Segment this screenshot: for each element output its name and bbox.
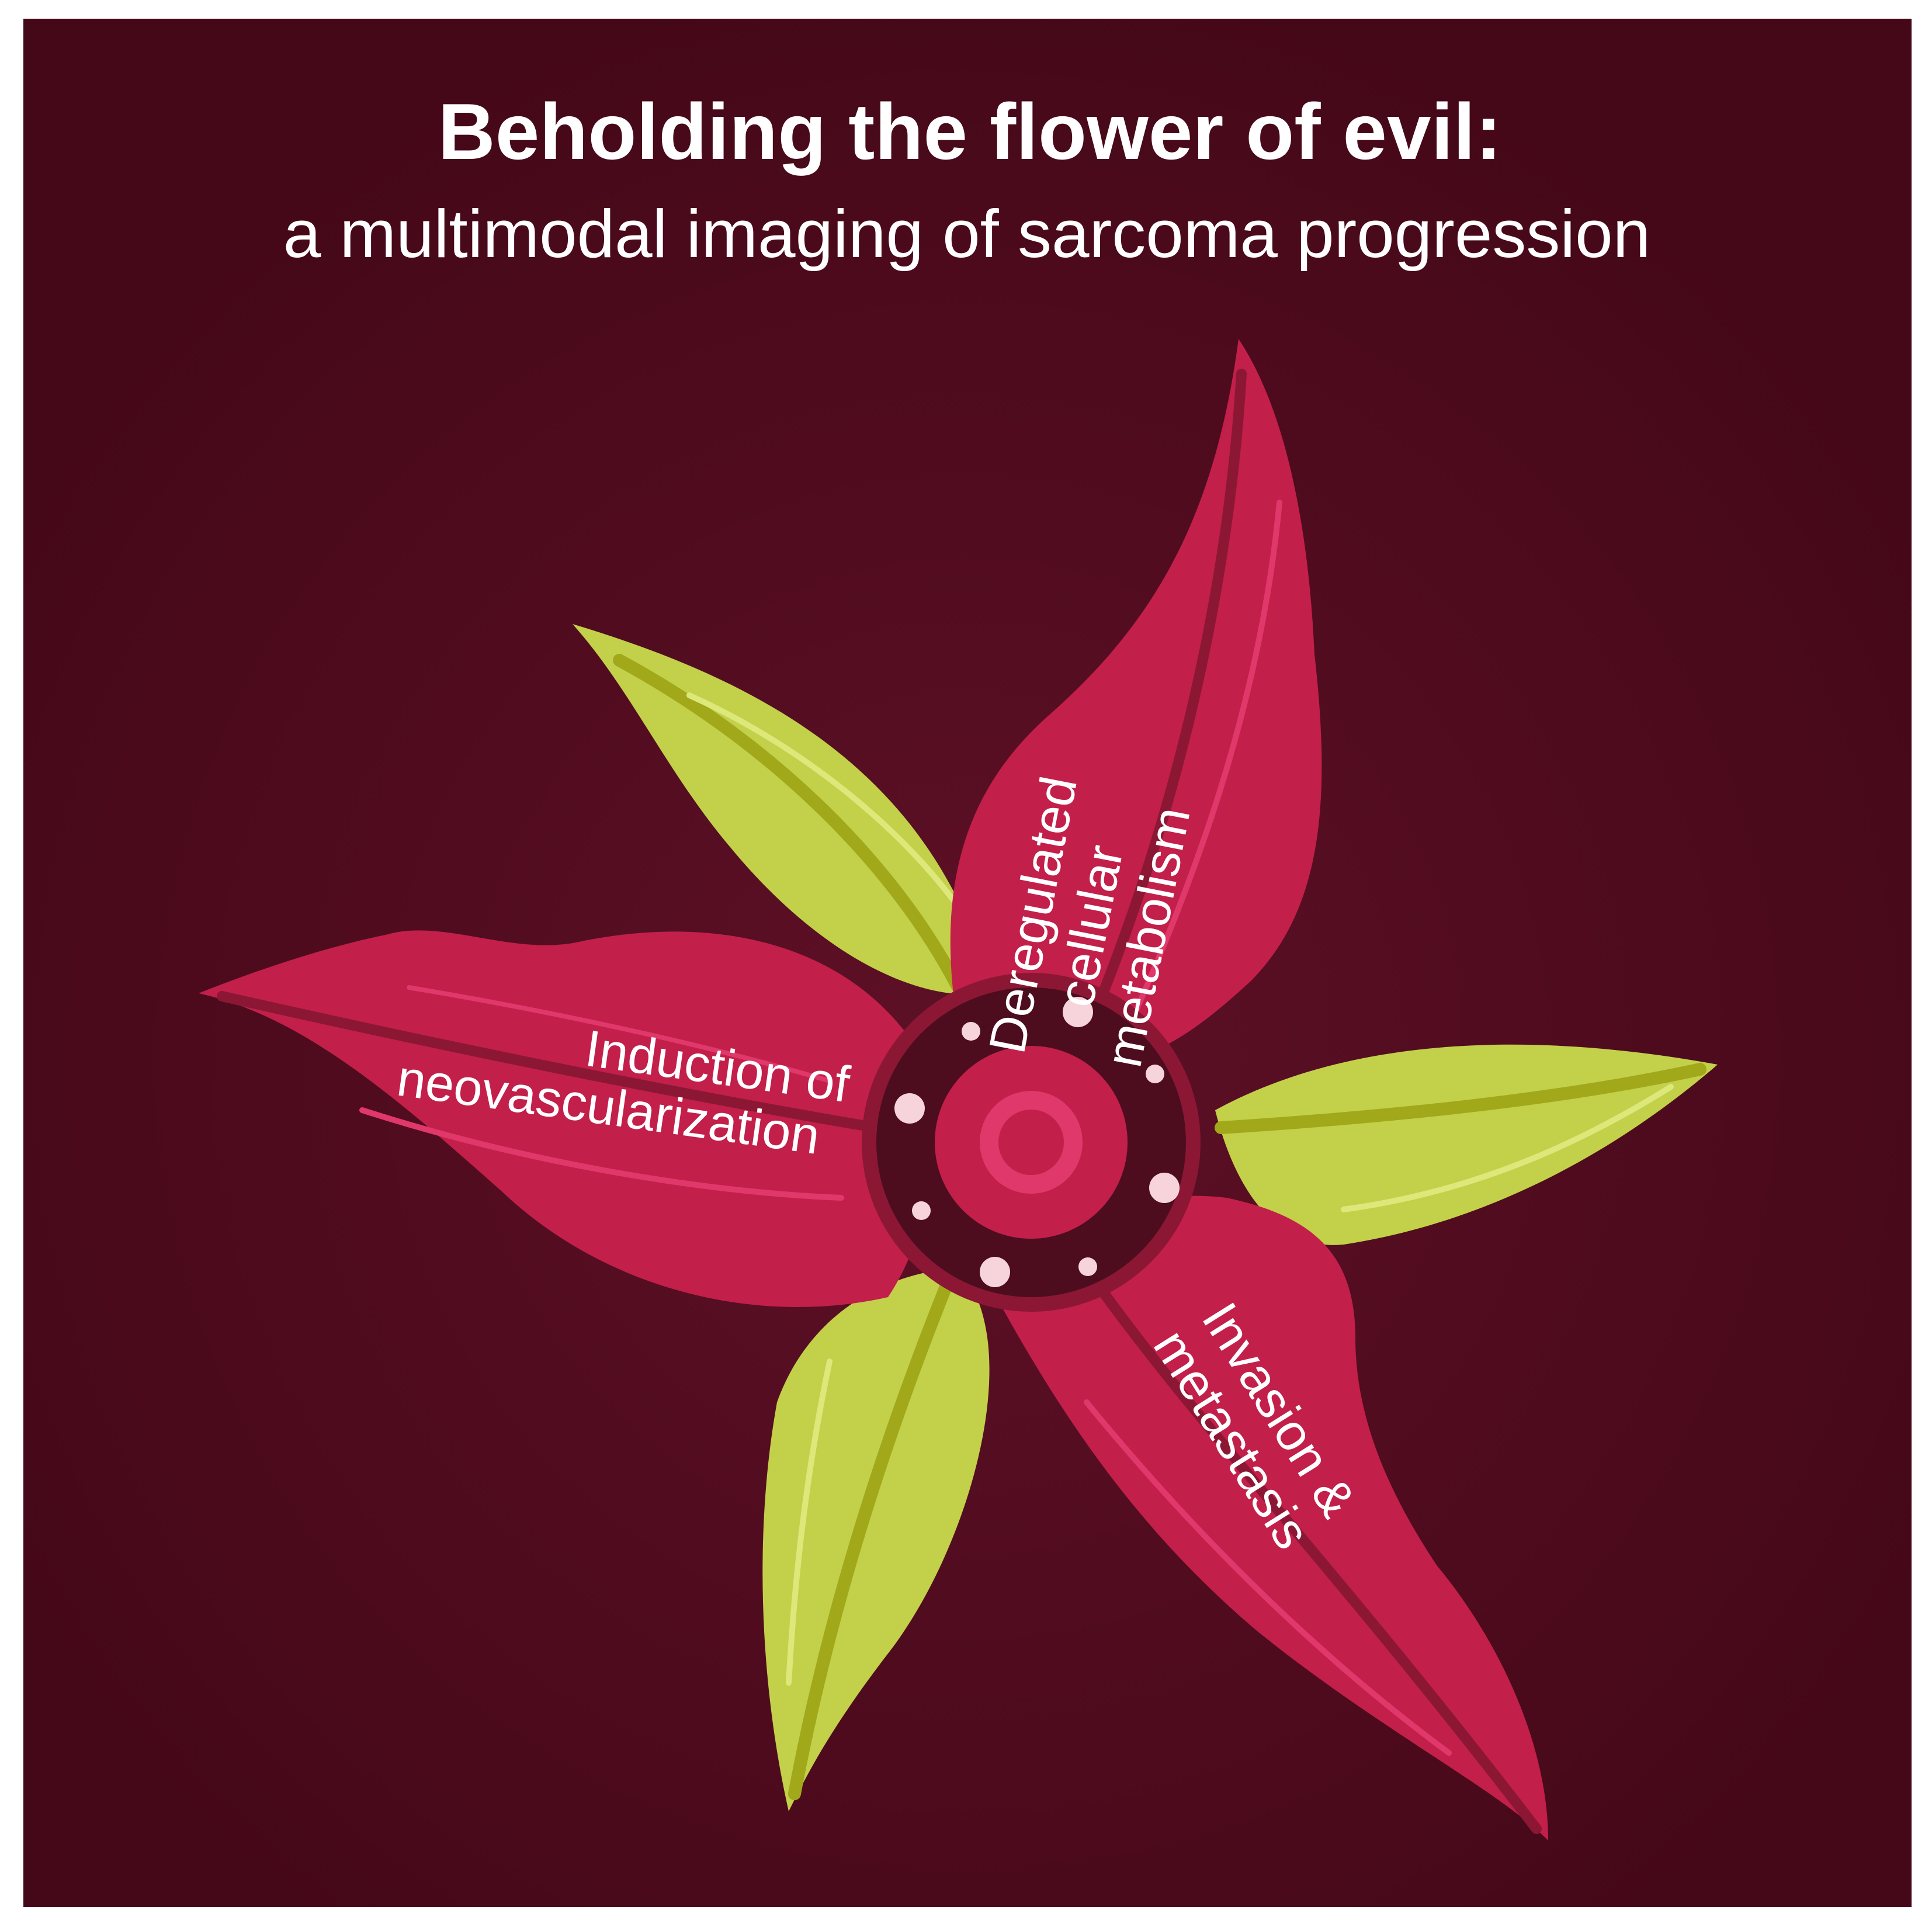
center-dot [894, 1093, 925, 1124]
center-dot [1149, 1173, 1180, 1203]
center-inner-disc [935, 1046, 1128, 1239]
diagram-subtitle: a multimodal imaging of sarcoma progress… [283, 196, 1650, 272]
center-dot [1078, 1257, 1097, 1276]
petal-left [199, 930, 932, 1308]
center-dot [1146, 1065, 1164, 1083]
center-dot [912, 1201, 931, 1220]
leaf-upper-left [573, 624, 993, 995]
center-dot [962, 1022, 980, 1041]
center-core-ring [980, 1091, 1083, 1194]
leaf-right [1215, 1044, 1718, 1245]
diagram-title: Beholding the flower of evil: [438, 87, 1502, 176]
center-dot [980, 1257, 1010, 1287]
center-dot [1063, 997, 1093, 1027]
flower-center [862, 973, 1201, 1312]
petal-bottom-right [993, 1195, 1548, 1841]
petal-top [950, 339, 1322, 1067]
leaf-bottom [762, 1268, 990, 1811]
